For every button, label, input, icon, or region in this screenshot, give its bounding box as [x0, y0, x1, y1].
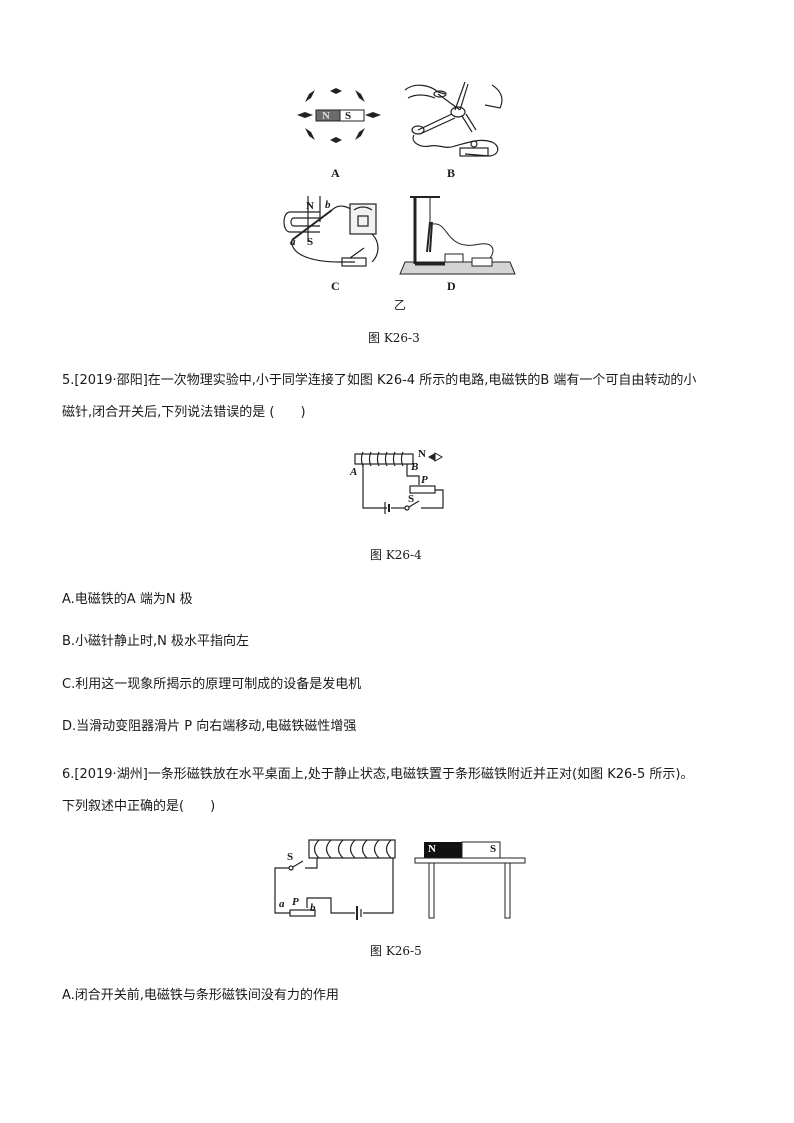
figure-k26-4-s-label: S: [408, 493, 415, 505]
figure-group-label: 乙: [394, 298, 407, 312]
panel-b-label: B: [447, 166, 456, 180]
figure-k26-5-magnet-n-label: N: [428, 843, 436, 855]
question-5-stem-line2: 磁针,闭合开关后,下列说法错误的是 ( ): [62, 405, 306, 420]
question-6-stem-line2: 下列叙述中正确的是( ): [62, 799, 216, 814]
figure-k26-5-switch-s-label: S: [287, 851, 294, 863]
figure-k26-4-p-label: P: [421, 474, 428, 486]
figure-k26-4-circuit: [354, 451, 444, 514]
figure-k26-5-magnet-s-label: S: [490, 843, 497, 855]
panel-a-magnet-n-label: N: [322, 110, 330, 122]
figure-k26-4-b-label: B: [411, 461, 419, 473]
question-5-stem-line1: 5.[2019·邵阳]在一次物理实验中,小于同学连接了如图 K26-4 所示的电…: [62, 373, 697, 388]
question-6-option-a[interactable]: A.闭合开关前,电磁铁与条形磁铁间没有力的作用: [62, 988, 339, 1003]
panel-b-generator-diagram: [404, 81, 503, 157]
figure-k26-4-a-label: A: [350, 466, 358, 478]
figure-k26-4-caption: 图 K26-4: [370, 548, 422, 562]
panel-a-bar-magnet-diagram: [297, 88, 381, 143]
figure-k26-5-a-label: a: [279, 898, 285, 910]
panel-a-magnet-s-label: S: [345, 110, 352, 122]
figure-k26-3-caption: 图 K26-3: [368, 331, 420, 345]
panel-d-label: D: [447, 279, 456, 293]
panel-c-pole-n-label: N: [306, 200, 314, 212]
panel-c-end-a-label: a: [290, 236, 296, 248]
question-5-option-c[interactable]: C.利用这一现象所揭示的原理可制成的设备是发电机: [62, 677, 362, 692]
figure-k26-4-n-label: N: [418, 448, 426, 460]
panel-a-label: A: [331, 166, 340, 180]
panel-c-end-b-label: b: [325, 199, 331, 211]
figure-k26-5-table-magnet: [414, 841, 526, 919]
panel-c-induction-diagram: [283, 196, 379, 267]
figure-k26-5-p-label: P: [292, 896, 299, 908]
panel-c-label: C: [331, 279, 340, 293]
figure-k26-5-b-label: b: [310, 902, 316, 914]
figure-k26-5-circuit: [274, 839, 396, 920]
figure-k26-5-caption: 图 K26-5: [370, 944, 422, 958]
question-6-stem-line1: 6.[2019·湖州]一条形磁铁放在水平桌面上,处于静止状态,电磁铁置于条形磁铁…: [62, 767, 694, 782]
panel-d-stand-diagram: [399, 196, 516, 275]
question-5-option-d[interactable]: D.当滑动变阻器滑片 P 向右端移动,电磁铁磁性增强: [62, 719, 357, 734]
question-5-option-b[interactable]: B.小磁针静止时,N 极水平指向左: [62, 634, 250, 649]
panel-c-pole-s-label: S: [307, 236, 314, 248]
question-5-option-a[interactable]: A.电磁铁的A 端为N 极: [62, 592, 193, 607]
